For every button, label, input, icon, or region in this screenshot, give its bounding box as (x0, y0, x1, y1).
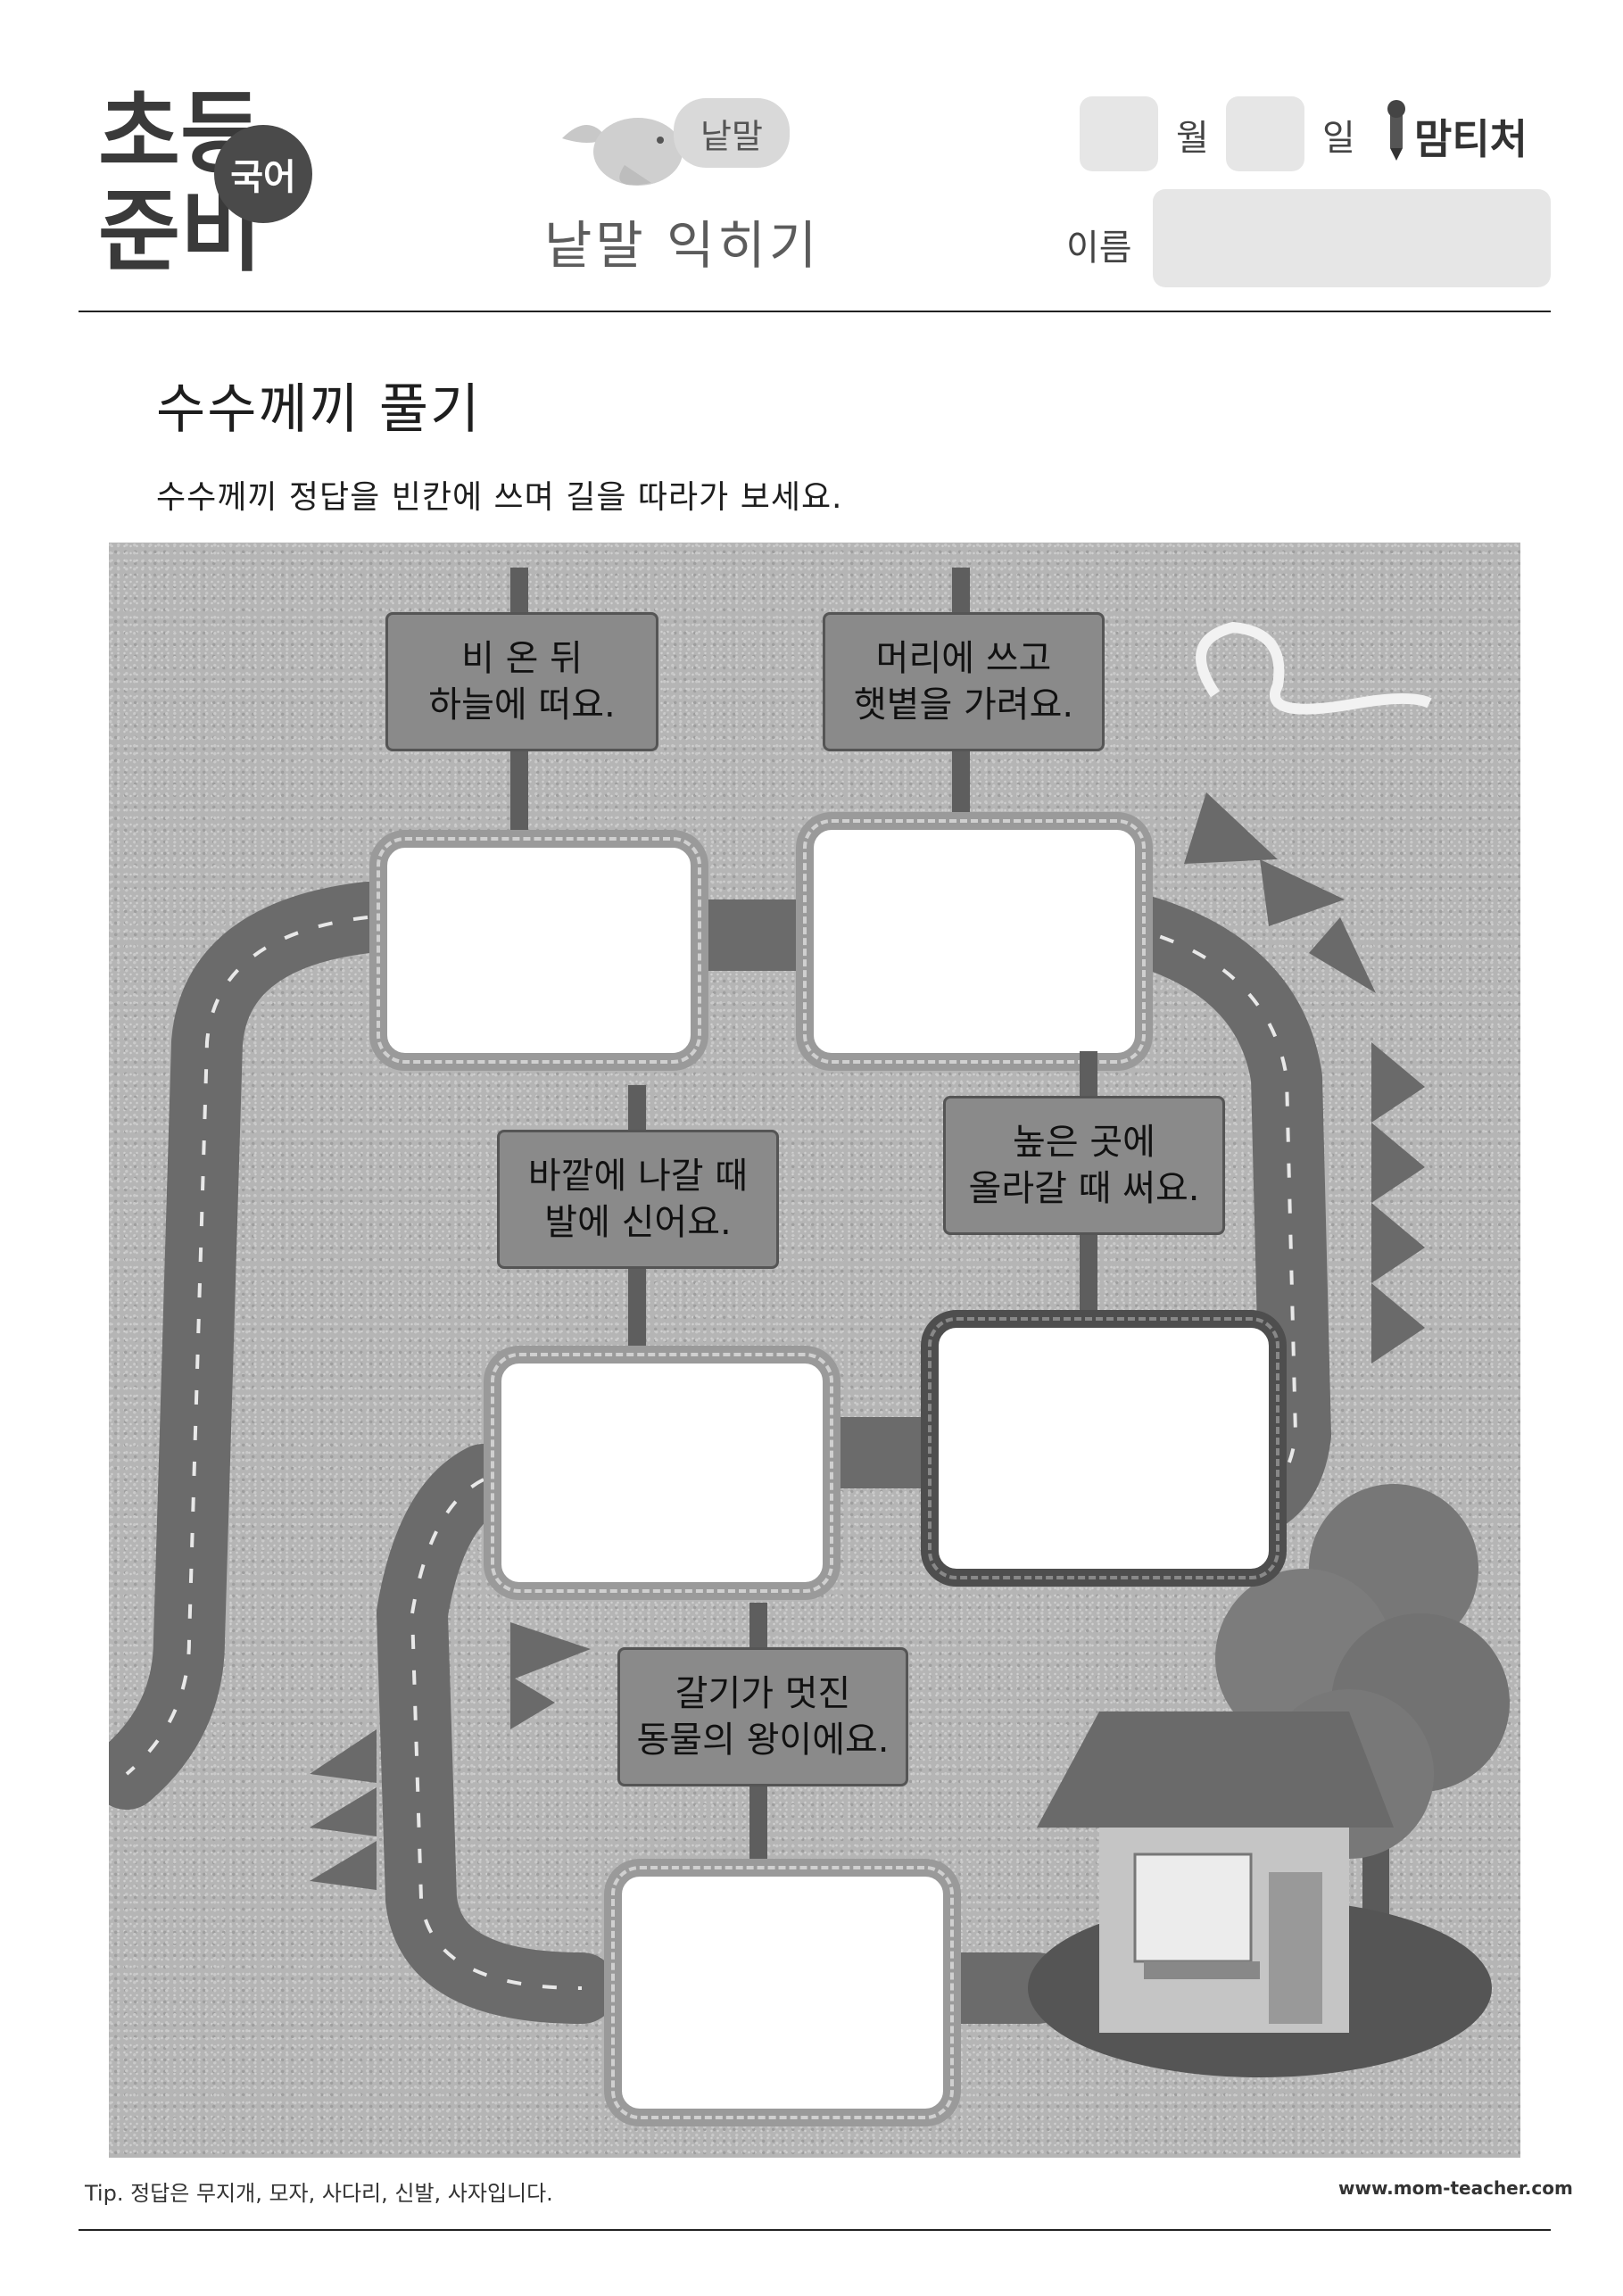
bunting-mid-left-icon (510, 1622, 591, 1729)
month-field[interactable] (1080, 96, 1158, 171)
page-subtitle: 낱말 익히기 (544, 215, 821, 276)
bird-icon (562, 118, 683, 186)
tip-text: Tip. 정답은 무지개, 모자, 사다리, 신발, 사자입니다. (85, 2181, 553, 2206)
riddle-line1: 비 온 뒤 (461, 638, 583, 679)
riddle-sign-lion: 갈기가 멋진 동물의 왕이에요. (617, 1647, 908, 1786)
footer-url[interactable]: www.mom-teacher.com (1338, 2177, 1573, 2199)
tag-pill: 낱말 (674, 98, 790, 168)
name-field[interactable] (1153, 189, 1551, 287)
maze-board: 비 온 뒤 하늘에 떠요. 머리에 쓰고 햇볕을 가려요. 바깥에 나갈 때 발… (109, 543, 1520, 2158)
riddle-sign-rainbow: 비 온 뒤 하늘에 떠요. (385, 612, 658, 751)
riddle-sign-hat: 머리에 쓰고 햇볕을 가려요. (823, 612, 1105, 751)
instruction-text: 수수께끼 정답을 빈칸에 쓰며 길을 따라가 보세요. (156, 479, 843, 516)
riddle-line1: 갈기가 멋진 (675, 1673, 851, 1714)
section-title: 수수께끼 풀기 (156, 378, 482, 441)
riddle-sign-ladder: 높은 곳에 올라갈 때 써요. (943, 1096, 1225, 1235)
riddle-line2: 동물의 왕이에요. (636, 1720, 890, 1761)
day-label: 일 (1322, 118, 1355, 159)
name-label: 이름 (1066, 228, 1132, 269)
riddle-line2: 발에 신어요. (544, 1202, 732, 1243)
header: 초등 준비 국어 낱말 낱말 익히기 월 일 맘티처 이름 (0, 0, 1623, 312)
logo-badge: 국어 (214, 125, 312, 223)
house-icon (1028, 1712, 1492, 2077)
pencil-icon (1383, 100, 1410, 162)
riddle-line2: 햇볕을 가려요. (853, 684, 1074, 725)
logo: 초등 준비 국어 (98, 89, 321, 294)
riddle-line1: 바깥에 나갈 때 (527, 1156, 749, 1197)
answer-box-ladder[interactable] (921, 1310, 1287, 1587)
day-field[interactable] (1226, 96, 1304, 171)
answer-box-lion[interactable] (604, 1859, 961, 2126)
riddle-line2: 올라갈 때 써요. (968, 1168, 1200, 1209)
bunting-top-right-icon (1184, 792, 1376, 993)
header-divider (79, 311, 1551, 312)
riddle-sign-shoes: 바깥에 나갈 때 발에 신어요. (497, 1130, 779, 1269)
bunting-right-icon (1371, 1042, 1425, 1364)
riddle-line2: 하늘에 떠요. (428, 684, 616, 725)
answer-box-hat[interactable] (796, 812, 1153, 1071)
wind-swirl-icon (1196, 621, 1432, 715)
answer-box-shoes[interactable] (484, 1346, 840, 1600)
riddle-line1: 머리에 쓰고 (875, 638, 1052, 679)
month-label: 월 (1176, 118, 1209, 159)
bunting-bottom-left-icon (310, 1729, 377, 1890)
footer-divider (79, 2229, 1551, 2231)
brand-logo: 맘티처 (1414, 115, 1528, 163)
riddle-line1: 높은 곳에 (1013, 1122, 1155, 1163)
answer-box-rainbow[interactable] (369, 830, 708, 1071)
